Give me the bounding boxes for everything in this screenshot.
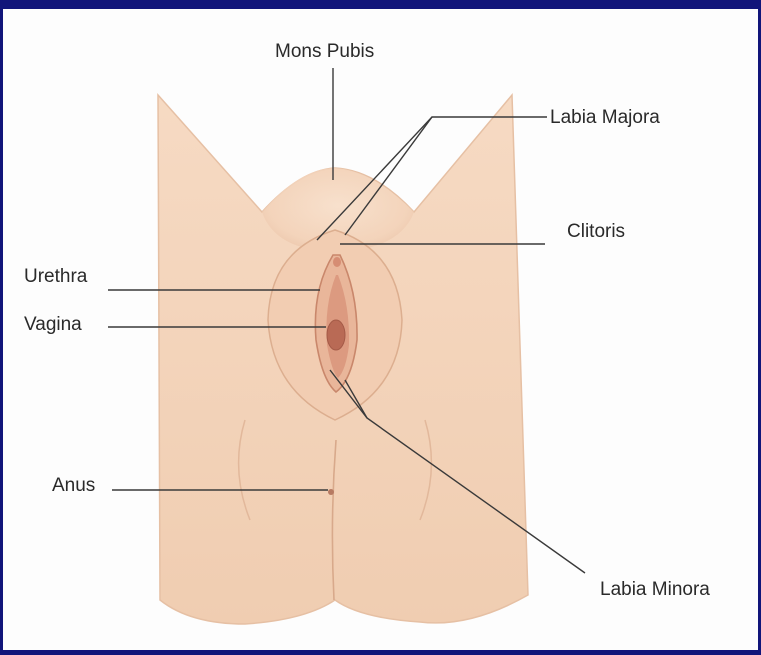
label-mons-pubis: Mons Pubis — [275, 41, 374, 62]
label-anus: Anus — [52, 475, 95, 496]
label-urethra: Urethra — [24, 266, 88, 287]
label-labia-minora: Labia Minora — [600, 579, 710, 600]
clitoris-shape — [333, 257, 341, 267]
vaginal-opening-shape — [327, 320, 345, 350]
anus-shape — [328, 489, 334, 495]
label-clitoris: Clitoris — [567, 221, 625, 242]
label-vagina: Vagina — [24, 314, 82, 335]
label-labia-majora: Labia Majora — [550, 107, 660, 128]
